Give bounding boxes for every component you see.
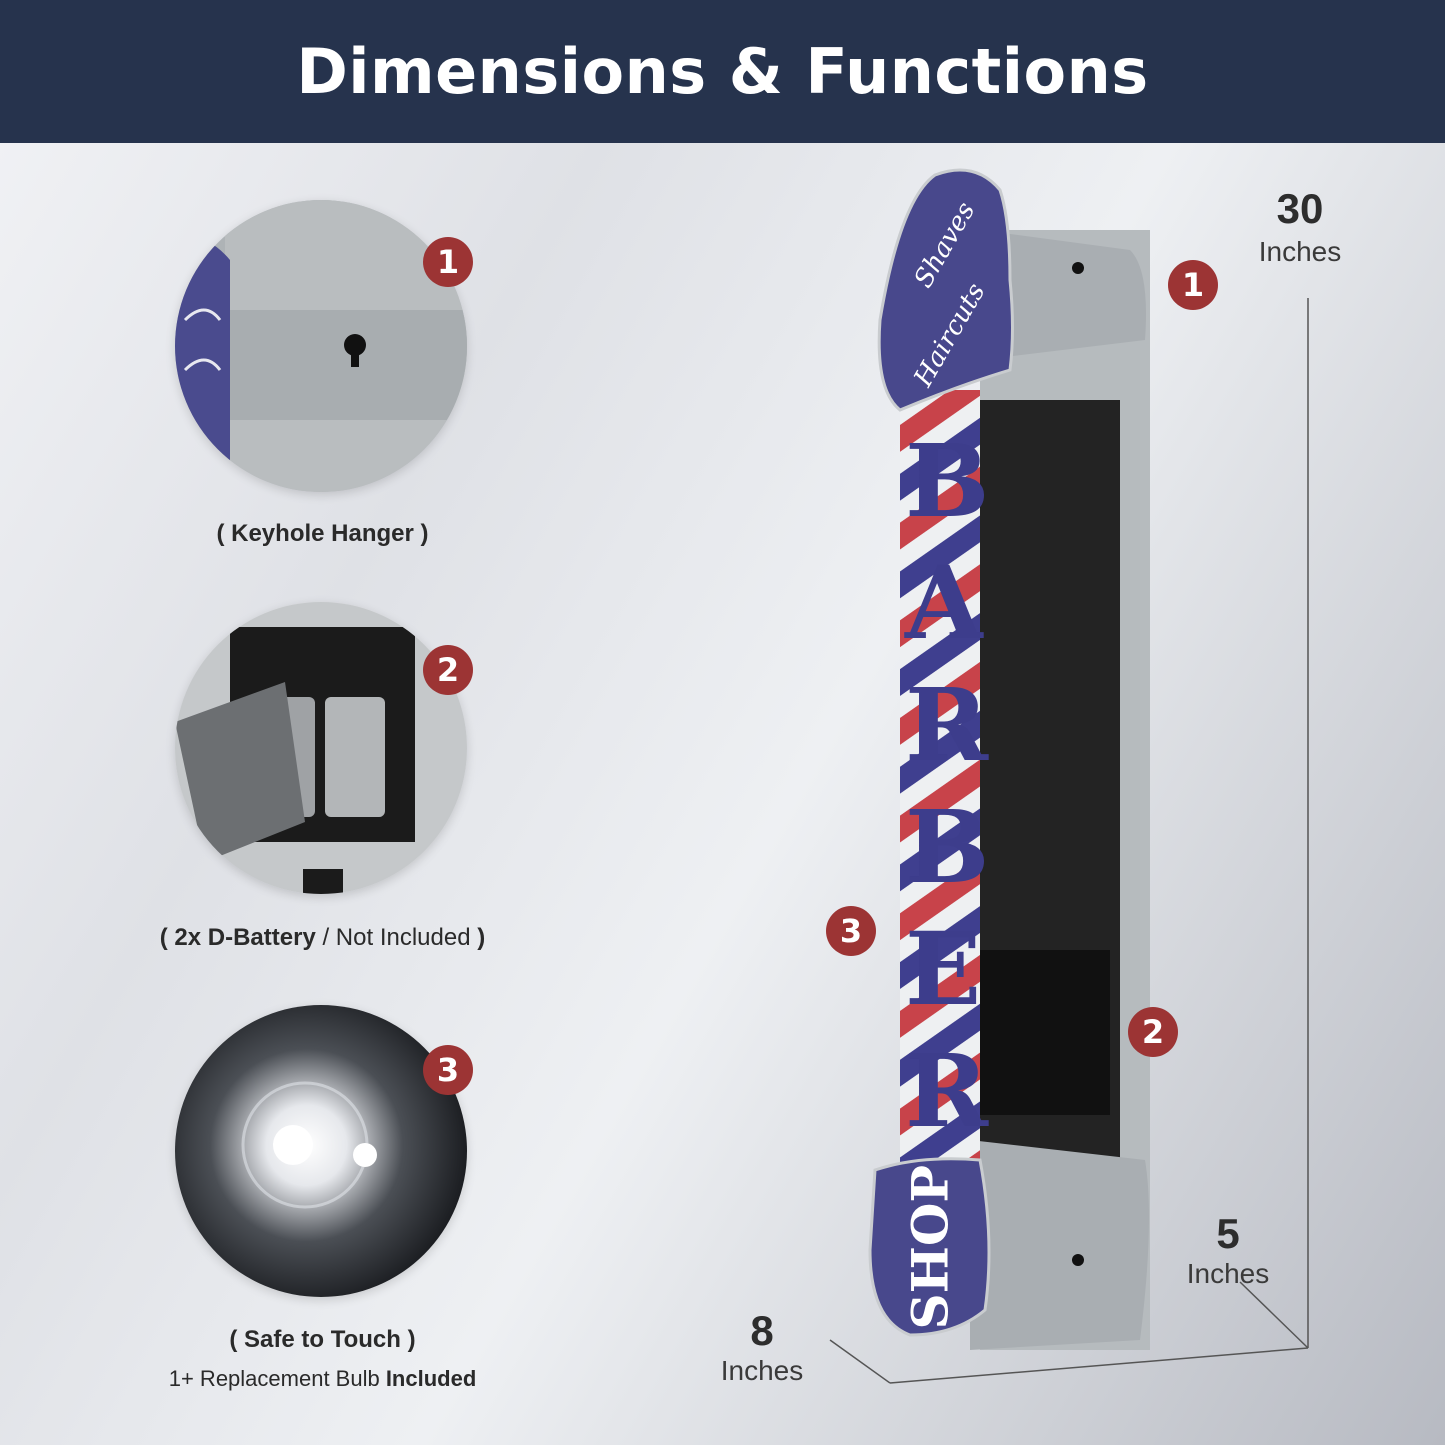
width-value: 8 <box>750 1307 774 1354</box>
feature-badge-2: 2 <box>423 645 473 695</box>
battery-caption: ( 2x D-Battery / Not Included ) <box>159 924 486 951</box>
header-banner: Dimensions & Functions <box>0 0 1445 143</box>
keyhole-caption: ( Keyhole Hanger ) <box>216 520 429 547</box>
height-unit: Inches <box>1258 236 1342 267</box>
battery-detail-image <box>175 602 467 894</box>
page-title: Dimensions & Functions <box>296 35 1149 108</box>
barber-sign-product <box>860 160 1160 1360</box>
feature-badge-3: 3 <box>423 1045 473 1095</box>
bulb-caption: ( Safe to Touch ) <box>229 1326 416 1353</box>
depth-unit: Inches <box>1186 1258 1270 1289</box>
product-callout-3: 3 <box>826 906 876 956</box>
height-value: 30 <box>1276 185 1324 232</box>
bulb-detail-image <box>175 1005 467 1297</box>
product-callout-1: 1 <box>1168 260 1218 310</box>
feature-badge-1: 1 <box>423 237 473 287</box>
product-callout-2: 2 <box>1128 1007 1178 1057</box>
width-unit: Inches <box>720 1355 804 1386</box>
bulb-subcaption: 1+ Replacement Bulb Included <box>168 1366 477 1391</box>
depth-value: 5 <box>1216 1210 1240 1257</box>
sign-vertical-text: BARBER <box>905 422 990 1150</box>
